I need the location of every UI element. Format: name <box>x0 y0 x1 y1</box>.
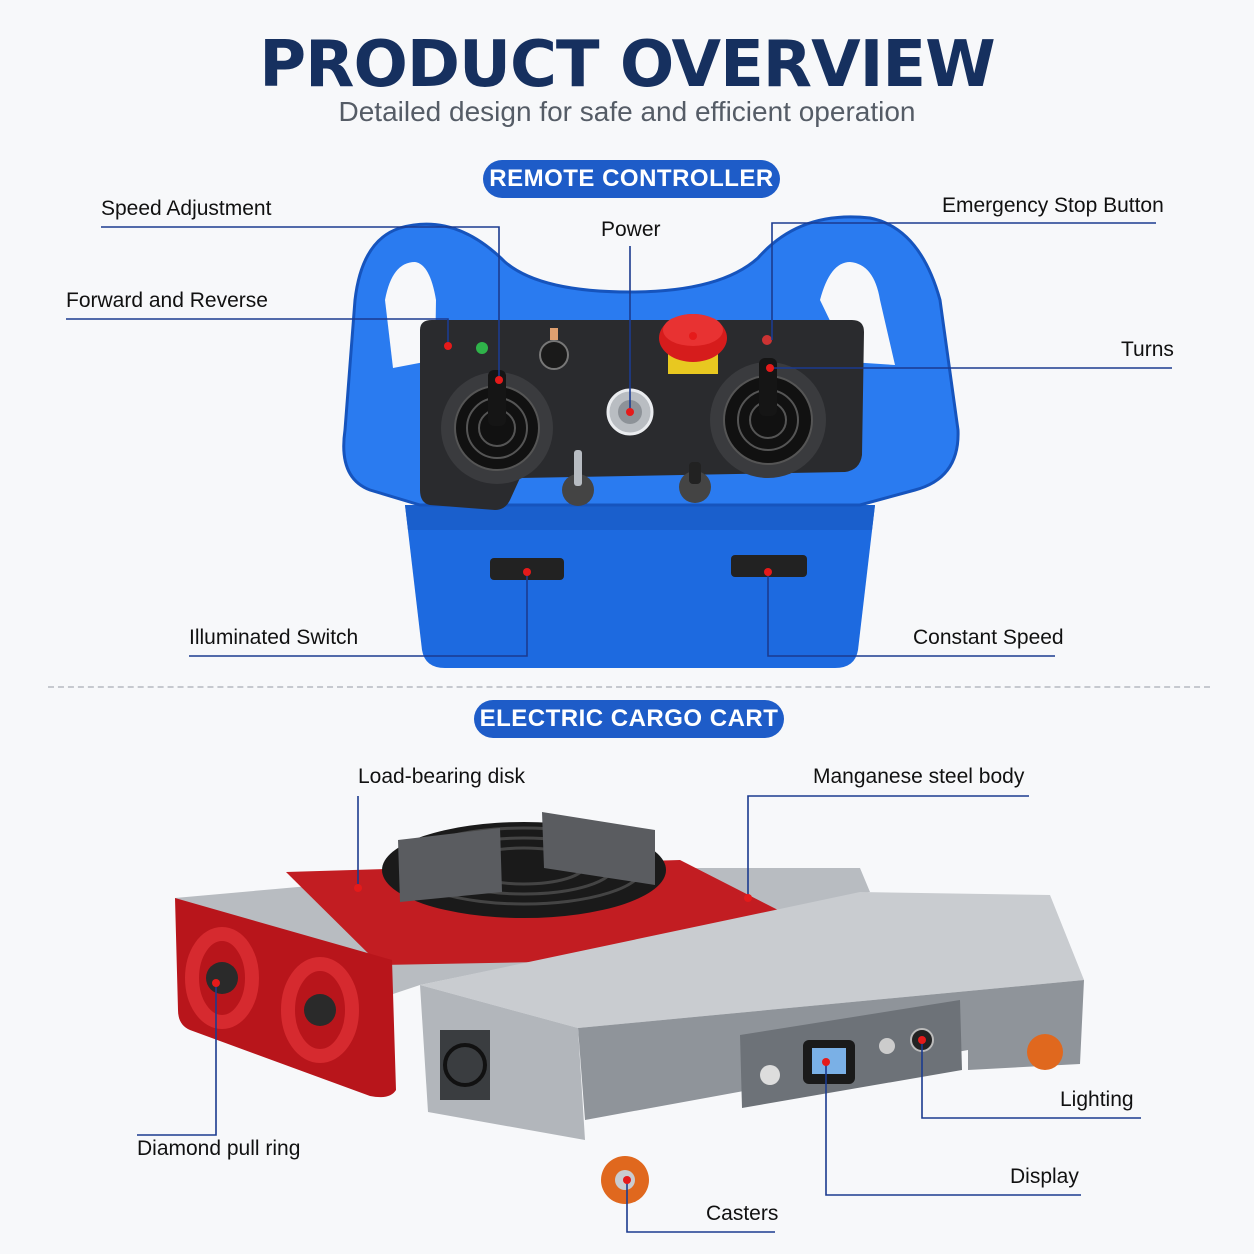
page-subtitle: Detailed design for safe and efficient o… <box>338 96 916 127</box>
cart-leader-lines <box>137 795 1141 1233</box>
callout-diamond-pull-ring: Diamond pull ring <box>137 1137 301 1160</box>
section-divider <box>48 686 1210 688</box>
callout-power: Power <box>601 218 661 241</box>
remote-controller-image <box>342 215 960 668</box>
remote-leader-lines <box>66 222 1172 657</box>
callout-forward-and-reverse: Forward and Reverse <box>66 289 268 312</box>
cart-markers <box>212 884 926 1184</box>
callout-turns: Turns <box>1121 338 1174 361</box>
callout-emergency-stop-button: Emergency Stop Button <box>942 194 1164 217</box>
page-title: PRODUCT OVERVIEW <box>259 28 995 102</box>
section-badge-electric-cargo-cart: ELECTRIC CARGO CART <box>474 700 784 738</box>
callout-casters: Casters <box>706 1202 779 1225</box>
callout-illuminated-switch: Illuminated Switch <box>189 626 359 649</box>
callout-display: Display <box>1010 1165 1079 1188</box>
callout-speed-adjustment: Speed Adjustment <box>101 197 272 220</box>
cargo-cart-image <box>175 812 1084 1204</box>
remote-markers <box>444 332 774 576</box>
callout-lighting: Lighting <box>1060 1088 1134 1111</box>
section-badge-remote-controller: REMOTE CONTROLLER <box>483 160 780 198</box>
callout-manganese-steel-body: Manganese steel body <box>813 765 1025 788</box>
callout-constant-speed: Constant Speed <box>913 626 1064 649</box>
callout-load-bearing-disk: Load-bearing disk <box>358 765 525 788</box>
